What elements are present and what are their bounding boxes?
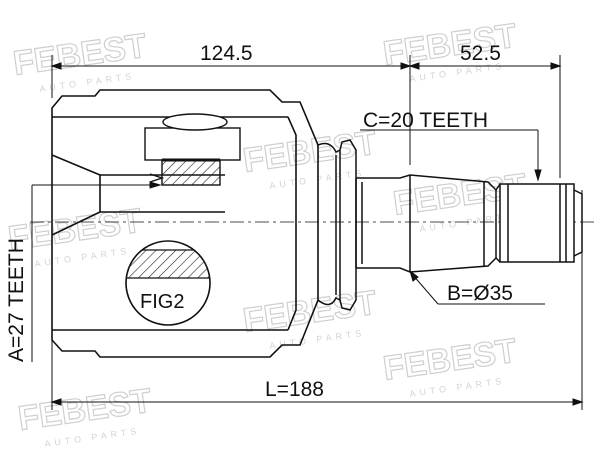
dimension-shaft-length [408, 55, 562, 178]
callout-outer-teeth-label: C=20 TEETH [363, 109, 488, 132]
output-shaft [355, 174, 497, 273]
dimension-shaft-length-label: 52.5 [460, 42, 501, 65]
fig2-inset [125, 240, 211, 326]
dimension-total-length-label: L=188 [265, 378, 324, 401]
spider-bearing [144, 113, 241, 186]
callout-diameter [409, 269, 545, 305]
callout-inner-teeth [31, 181, 162, 362]
callout-inner-teeth-label: A=27 TEETH [5, 238, 28, 362]
splined-end [495, 183, 583, 263]
fig2-label: FIG2 [140, 291, 184, 313]
callout-diameter-label: B=Ø35 [447, 282, 513, 305]
dimension-body-length [50, 55, 412, 165]
callout-outer-teeth [360, 129, 542, 182]
dimension-body-length-label: 124.5 [200, 42, 253, 65]
